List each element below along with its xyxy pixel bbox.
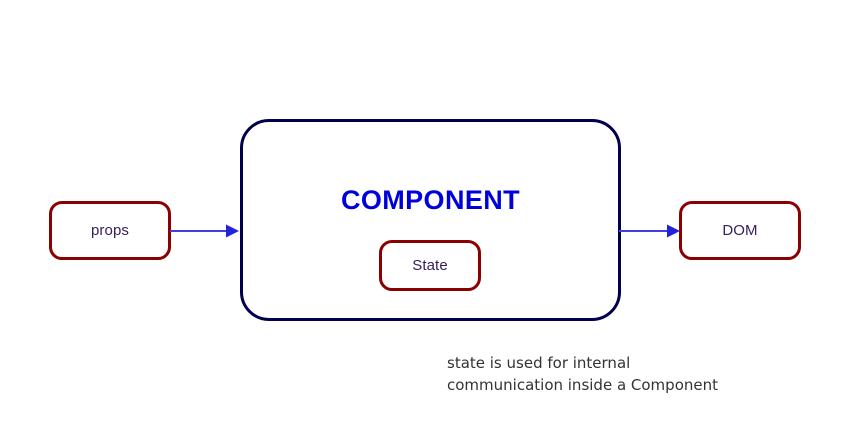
node-component[interactable]: COMPONENT [240, 119, 621, 321]
node-props[interactable]: props [49, 201, 171, 260]
arrow-component-to-dom [619, 220, 681, 247]
node-dom-label: DOM [722, 222, 758, 239]
arrow-props-to-component [170, 220, 240, 247]
node-state-label: State [412, 257, 448, 274]
arrow-props-to-component-icon [170, 224, 239, 238]
component-title: COMPONENT [340, 185, 521, 215]
caption-line-2: communication inside a Component [447, 376, 718, 394]
node-props-label: props [90, 222, 130, 239]
node-dom[interactable]: DOM [679, 201, 801, 260]
arrow-component-to-dom-icon [619, 224, 680, 238]
node-state[interactable]: State [379, 240, 481, 291]
caption: state is used for internal communication… [447, 352, 718, 396]
caption-line-1: state is used for internal [447, 354, 631, 372]
